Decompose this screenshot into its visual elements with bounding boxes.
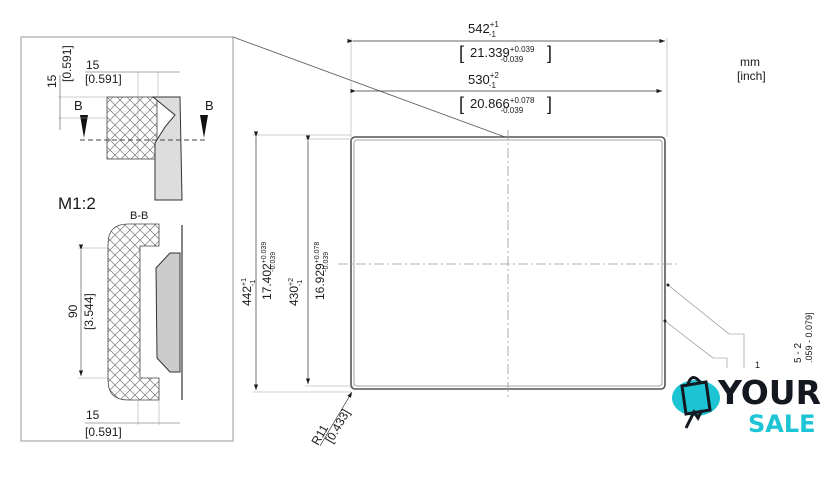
svg-text:]: ] (547, 43, 552, 63)
inner-height-mm: 430+2-1 (287, 278, 304, 306)
outer-height-mm: 442+1-1 (240, 278, 257, 306)
top-gasket-section (106, 96, 158, 160)
section-arrow-right (200, 115, 208, 138)
outer-width-inch: 21.339+0.039-0.039 (470, 45, 535, 64)
your-sale-logo: YOUR SALE (668, 368, 828, 440)
callout-number: 1 (755, 360, 760, 370)
section-gasket (107, 223, 160, 401)
dim-top-vertical-mm: 15 (45, 74, 59, 88)
logo-blob (672, 380, 720, 416)
logo-word-your: YOUR (717, 373, 821, 412)
dim-top-vertical-in: [0.591] (60, 45, 74, 82)
leader-line (232, 36, 506, 138)
scale-label: M1:2 (58, 194, 96, 213)
svg-text:]: ] (547, 94, 552, 114)
side-note-inch: .059 - 0.079] (804, 312, 814, 363)
section-marker-left: B (74, 98, 83, 113)
shopping-bag-icon (680, 380, 712, 416)
outer-height-inch: 17.402+0.039-0.039 (260, 242, 277, 300)
top-frame-profile (151, 96, 183, 201)
dim-section-bottom-mm: 15 (86, 408, 100, 422)
inner-width-mm: 530+2-1 (468, 71, 499, 90)
section-arrow-left (80, 115, 88, 138)
units-mm: mm (740, 55, 760, 69)
logo-word-sale: SALE (748, 410, 816, 438)
inner-height-inch: 16.929+0.078-0.039 (313, 242, 330, 300)
dim-top-horizontal-in: [0.591] (85, 72, 122, 86)
units-inch: [inch] (737, 69, 766, 83)
radius-leader (319, 391, 353, 447)
inner-width-inch: 20.866+0.078-0.039 (470, 96, 535, 115)
radius-inch: [0.433] (322, 407, 352, 446)
section-frame-profile (155, 252, 181, 373)
section-label: B-B (130, 210, 148, 222)
dim-section-bottom-in: [0.591] (85, 425, 122, 439)
svg-text:[: [ (459, 94, 464, 114)
hand-icon (684, 409, 704, 429)
outer-width-mm: 542+1-1 (468, 20, 499, 39)
svg-text:[: [ (459, 43, 464, 63)
dim-top-horizontal-mm: 15 (86, 58, 100, 72)
side-note-mm: 5 - 2 (793, 343, 804, 363)
dim-section-height-mm: 90 (66, 304, 80, 318)
detail-view: B B 15 [0.591] 15 [0.591] M1:2 B-B 90 [3… (20, 36, 506, 442)
section-marker-right: B (205, 98, 214, 113)
detail-frame (20, 36, 234, 442)
dim-section-height-in: [3.544] (82, 293, 96, 330)
